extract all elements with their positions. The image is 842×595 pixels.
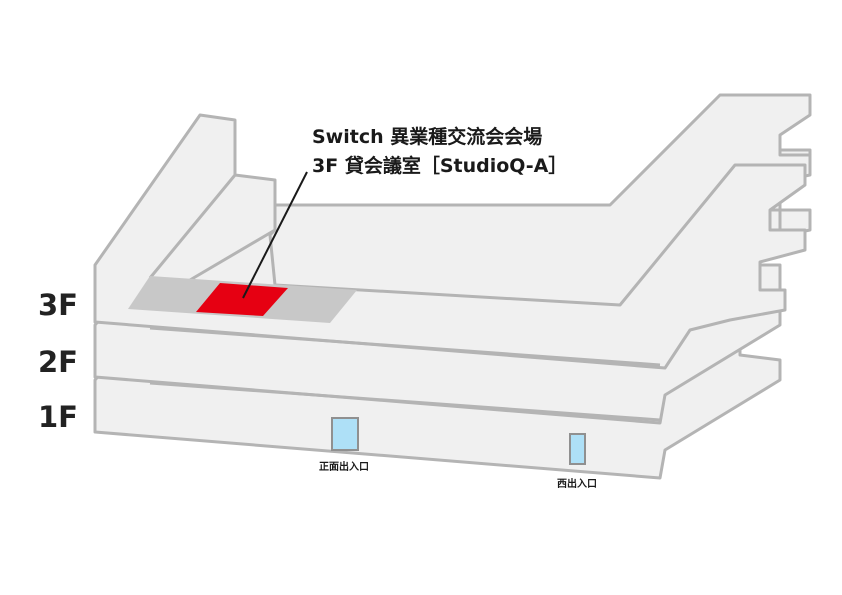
floor-3f-gap <box>149 326 661 367</box>
callout-venue-room: 3F 貸会議室［StudioQ-A］ <box>312 154 567 177</box>
callout-venue-name: Switch 異業種交流会会場 <box>312 125 542 148</box>
west-entrance[interactable] <box>569 433 586 465</box>
floor-3f-inner-wing <box>148 174 276 282</box>
floor-label-1f: 1F <box>38 400 78 434</box>
venue-room-studioq-a[interactable] <box>196 283 288 316</box>
callout-leader-line <box>242 171 308 299</box>
west-entrance-door[interactable] <box>569 433 586 465</box>
front-entrance[interactable] <box>331 417 359 451</box>
west-entrance-label: 西出入口 <box>557 477 597 490</box>
floor-label-2f: 2F <box>38 345 78 379</box>
floor-label-3f: 3F <box>38 288 78 322</box>
front-entrance-label: 正面出入口 <box>319 460 369 473</box>
front-entrance-door[interactable] <box>331 417 359 451</box>
floor-2f-gap <box>149 381 661 422</box>
